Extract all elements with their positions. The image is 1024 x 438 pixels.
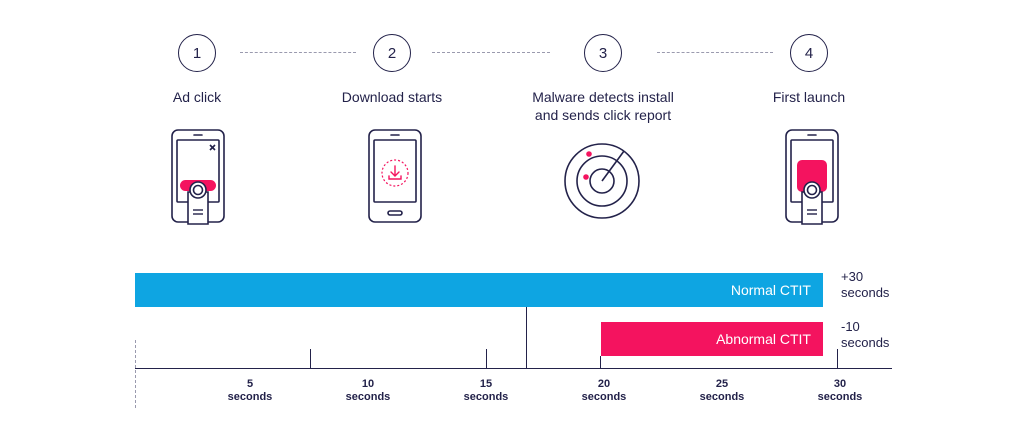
tick-label-30: 30 seconds (805, 378, 875, 404)
step-2-label: Download starts (341, 89, 443, 105)
tick-mark-4 (837, 349, 838, 369)
phone-ad-click-icon (171, 129, 225, 225)
install-marker-line (526, 307, 527, 369)
normal-ctit-duration: +30 seconds (841, 269, 889, 301)
normal-ctit-duration-unit: seconds (841, 285, 890, 300)
tick-unit: seconds (227, 391, 273, 403)
normal-ctit-bar: Normal CTIT (135, 273, 823, 307)
tick-value: 10 (361, 378, 375, 390)
step-3-label-line-1: Malware detects install (532, 89, 674, 105)
start-dashed-line (135, 340, 136, 408)
abnormal-ctit-label: Abnormal CTIT (716, 331, 811, 347)
abnormal-ctit-duration-value: -10 (841, 319, 860, 334)
step-1-label: Ad click (172, 89, 222, 105)
tick-label-5: 5 seconds (215, 378, 285, 404)
step-3-label-line-2: and sends click report (534, 107, 672, 123)
connector-1-2 (240, 52, 356, 53)
step-3-number: 3 (584, 34, 622, 72)
phone-first-launch-icon (785, 129, 839, 225)
connector-3-4 (657, 52, 773, 53)
normal-ctit-duration-value: +30 (841, 269, 864, 284)
connector-2-3 (432, 52, 550, 53)
tick-mark-3 (600, 356, 601, 369)
time-axis (135, 368, 892, 369)
tick-value: 5 (246, 378, 254, 390)
tick-unit: seconds (463, 391, 509, 403)
step-3-label: Malware detects install and sends click … (503, 88, 703, 124)
abnormal-ctit-duration-unit: seconds (841, 335, 890, 350)
tick-label-20: 20 seconds (569, 378, 639, 404)
step-1-number: 1 (178, 34, 216, 72)
tick-value: 20 (597, 378, 611, 390)
abnormal-ctit-duration: -10 seconds (841, 319, 889, 351)
tick-value: 15 (479, 378, 493, 390)
abnormal-ctit-bar: Abnormal CTIT (601, 322, 823, 356)
tick-label-25: 25 seconds (687, 378, 757, 404)
step-4-number: 4 (790, 34, 828, 72)
step-4-label: First launch (772, 89, 846, 105)
tick-label-15: 15 seconds (451, 378, 521, 404)
tick-value: 30 (833, 378, 847, 390)
tick-value: 25 (715, 378, 729, 390)
tick-unit: seconds (817, 391, 863, 403)
step-2-number: 2 (373, 34, 411, 72)
tick-label-10: 10 seconds (333, 378, 403, 404)
phone-download-icon (368, 129, 422, 223)
tick-unit: seconds (345, 391, 391, 403)
tick-mark-2 (486, 349, 487, 369)
normal-ctit-label: Normal CTIT (730, 282, 811, 298)
tick-unit: seconds (581, 391, 627, 403)
radar-icon (564, 143, 640, 219)
tick-mark-1 (310, 349, 311, 369)
tick-unit: seconds (699, 391, 745, 403)
